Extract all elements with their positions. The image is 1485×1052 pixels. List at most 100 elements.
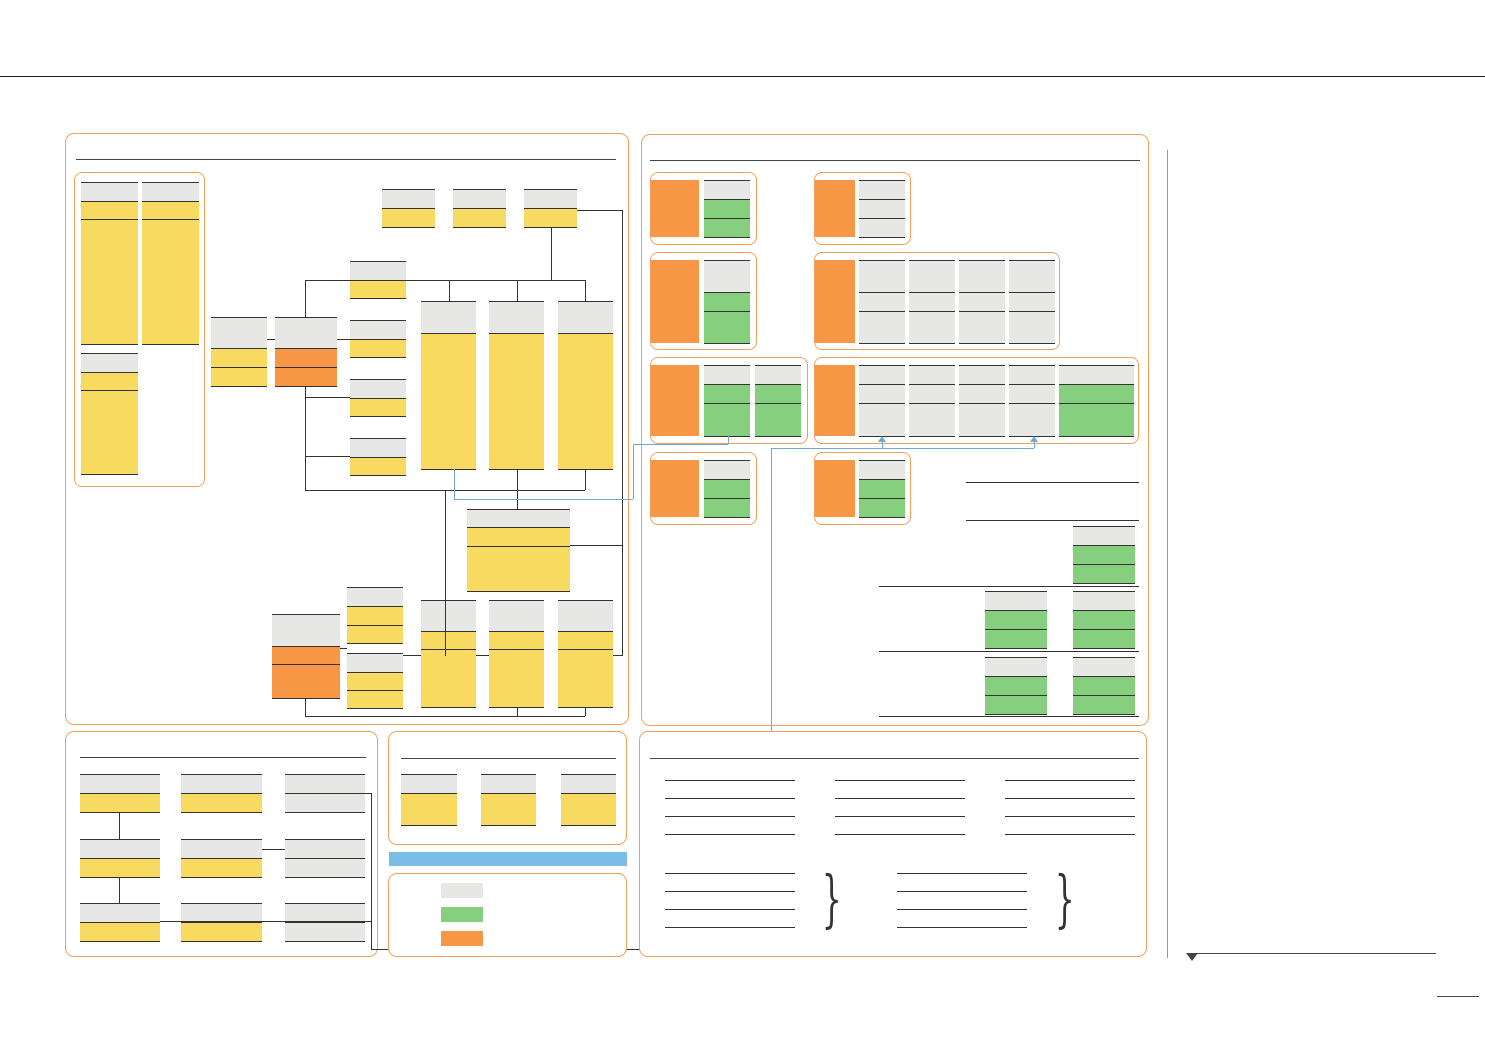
blue-connector <box>771 448 1034 449</box>
entity-bm-2[interactable] <box>481 774 536 826</box>
connector <box>585 469 586 490</box>
panel-bottom-right-title-rule <box>650 758 1139 759</box>
blue-connector <box>1034 440 1035 448</box>
entity-bm-3[interactable] <box>561 774 616 826</box>
connector <box>305 387 306 490</box>
grid-rule <box>966 520 1139 521</box>
blue-connector <box>454 499 633 500</box>
entity-r3-left-1[interactable] <box>704 365 750 437</box>
blue-connector <box>771 448 772 780</box>
entity-top-1[interactable] <box>382 189 435 228</box>
entity-grid-top[interactable] <box>1073 526 1135 584</box>
connector <box>365 793 372 794</box>
connector <box>445 490 446 656</box>
entity-bottom-orange[interactable] <box>272 614 340 699</box>
entity-stack-3[interactable] <box>350 379 406 417</box>
group-r1-right-key <box>815 180 855 237</box>
connector <box>119 812 120 839</box>
connector <box>305 280 306 317</box>
entity-bl-9[interactable] <box>285 903 365 942</box>
group-r4-right-key <box>815 460 855 517</box>
entity-table-a[interactable] <box>81 182 138 345</box>
entity-br-3[interactable] <box>1005 780 1135 835</box>
entity-tall-1[interactable] <box>421 301 476 470</box>
grid-rule <box>879 651 1139 652</box>
sidebar-divider <box>1167 150 1168 958</box>
entity-r4-left[interactable] <box>704 460 750 518</box>
entity-r2-col1[interactable] <box>859 260 905 344</box>
grid-rule <box>879 716 1139 717</box>
entity-bottom-stack-2[interactable] <box>347 653 403 709</box>
entity-grid-mid-2[interactable] <box>1073 591 1135 649</box>
arrow-up-icon <box>878 436 886 442</box>
entity-bm-1[interactable] <box>401 774 457 826</box>
blue-connector <box>633 444 634 499</box>
entity-top-2[interactable] <box>453 189 506 228</box>
entity-grid-bot-2[interactable] <box>1073 657 1135 715</box>
panel-reference-model-title-rule <box>650 160 1140 161</box>
entity-top-3[interactable] <box>524 189 577 228</box>
entity-r1-left[interactable] <box>704 180 750 238</box>
group-r2-left-key <box>651 260 699 343</box>
connector <box>517 708 518 716</box>
entity-r3-col4[interactable] <box>1009 365 1055 437</box>
connector <box>305 397 350 398</box>
entity-mid-yellow[interactable] <box>211 317 267 387</box>
entity-bl-6[interactable] <box>285 839 365 878</box>
entity-mid-orange[interactable] <box>275 317 337 387</box>
entity-bl-3[interactable] <box>285 774 365 813</box>
grid-rule <box>966 482 1139 483</box>
entity-r2-col2[interactable] <box>909 260 955 344</box>
entity-tall-3[interactable] <box>558 301 613 470</box>
entity-r2-left[interactable] <box>704 260 750 344</box>
entity-bottom-tall-1[interactable] <box>421 600 476 708</box>
entity-r2-col3[interactable] <box>959 260 1005 344</box>
entity-grid-mid-1[interactable] <box>985 591 1047 649</box>
blue-connector <box>728 436 729 444</box>
connector <box>340 648 347 649</box>
entity-table-c[interactable] <box>81 353 138 475</box>
connector <box>262 849 285 850</box>
group-r3-right-key <box>815 365 855 436</box>
entity-grid-bot-1[interactable] <box>985 657 1047 715</box>
connector <box>577 210 623 211</box>
entity-bl-2[interactable] <box>181 774 262 813</box>
panel-bottom-right <box>639 731 1147 957</box>
entity-bl-1[interactable] <box>80 774 160 813</box>
entity-r4-right[interactable] <box>859 460 905 518</box>
entity-bl-4[interactable] <box>80 839 160 878</box>
entity-bl-8[interactable] <box>181 903 262 942</box>
legend-swatch-gray <box>441 883 483 898</box>
connector <box>305 698 306 716</box>
entity-br-4[interactable] <box>665 873 795 928</box>
entity-bottom-tall-2[interactable] <box>489 600 544 708</box>
entity-center-wide[interactable] <box>467 509 570 592</box>
entity-r3-col1[interactable] <box>859 365 905 437</box>
entity-bottom-stack-1[interactable] <box>347 587 403 644</box>
blue-connector <box>454 469 455 499</box>
blue-connector <box>633 444 728 445</box>
page-number-rule <box>1437 996 1479 997</box>
entity-stack-4[interactable] <box>350 438 406 476</box>
entity-br-5[interactable] <box>897 873 1027 928</box>
entity-tall-2[interactable] <box>489 301 544 470</box>
entity-r2-col4[interactable] <box>1009 260 1055 344</box>
entity-bl-7[interactable] <box>80 903 160 942</box>
entity-br-1[interactable] <box>665 780 795 835</box>
entity-table-b[interactable] <box>142 182 199 345</box>
connector <box>570 545 622 546</box>
connector <box>517 280 518 301</box>
entity-stack-1[interactable] <box>350 261 406 299</box>
entity-br-2[interactable] <box>835 780 965 835</box>
panel-bottom-left-title-rule <box>80 757 366 758</box>
entity-stack-2[interactable] <box>350 320 406 358</box>
connector <box>403 655 421 656</box>
entity-r1-right[interactable] <box>859 180 905 238</box>
entity-r3-col2[interactable] <box>909 365 955 437</box>
entity-r3-col5[interactable] <box>1059 365 1134 437</box>
legend-swatch-orange <box>441 931 483 946</box>
entity-bl-5[interactable] <box>181 839 262 878</box>
entity-bottom-tall-3[interactable] <box>558 600 613 708</box>
entity-r3-col3[interactable] <box>959 365 1005 437</box>
entity-r3-left-2[interactable] <box>755 365 801 437</box>
